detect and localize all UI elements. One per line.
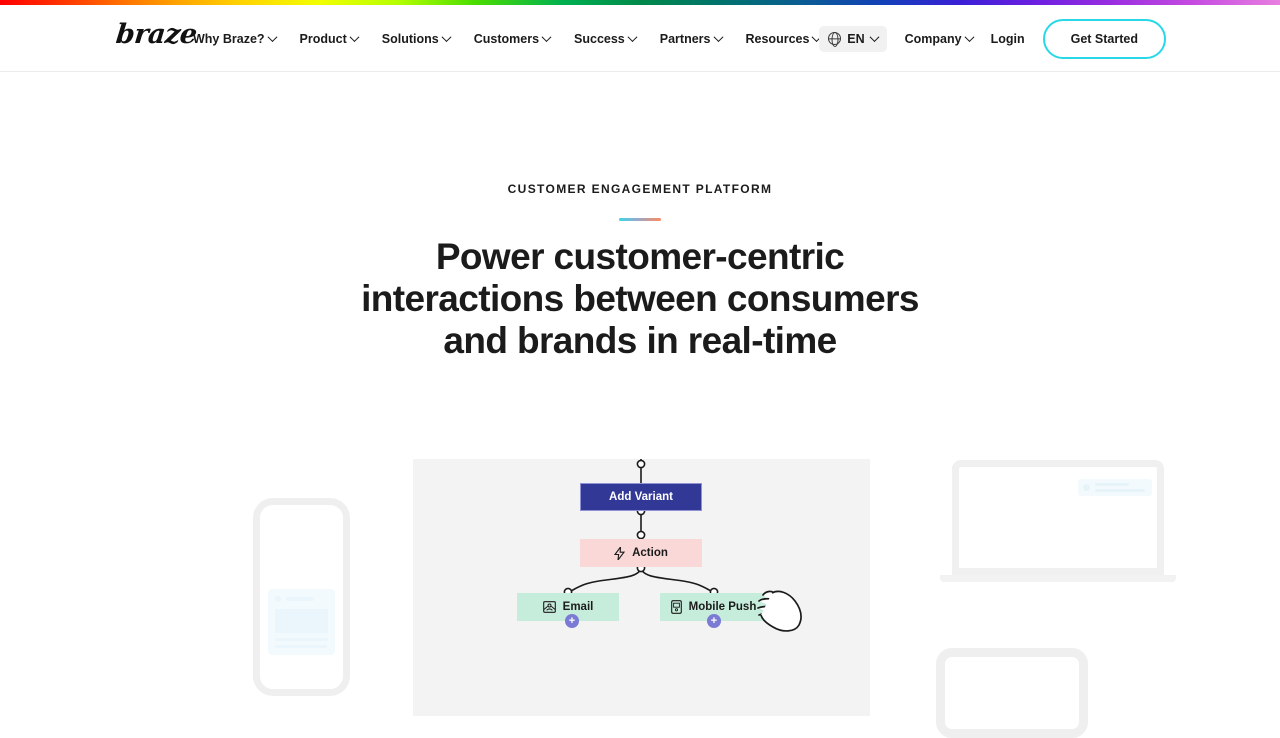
laptop-mockup [940, 460, 1176, 585]
page-title: Power customer-centric interactions betw… [361, 236, 919, 361]
avatar [1083, 484, 1090, 491]
nav-item-partners[interactable]: Partners [659, 31, 723, 46]
envelope-icon [542, 601, 556, 613]
placeholder-line [1095, 489, 1145, 492]
nav-item-success[interactable]: Success [574, 31, 638, 46]
hero-divider [619, 218, 661, 221]
hero-section: CUSTOMER ENGAGEMENT PLATFORM Power custo… [0, 72, 1280, 361]
placeholder-line [275, 638, 328, 641]
top-gradient-bar [0, 0, 1280, 5]
braze-logo[interactable]: braze [114, 19, 199, 50]
chevron-down-icon [869, 32, 880, 43]
chevron-down-icon [267, 32, 277, 43]
placeholder-line [1095, 483, 1129, 486]
globe-icon [828, 32, 842, 45]
hand-pointer-icon [757, 590, 802, 632]
chevron-down-icon [713, 32, 723, 43]
canvas-node-action[interactable]: Action [580, 539, 702, 567]
nav-item-label: Partners [659, 31, 711, 46]
avatar [275, 596, 281, 602]
canvas-node-add-variant[interactable]: Add Variant [580, 483, 702, 511]
chevron-down-icon [964, 32, 975, 43]
hero-illustration: Add Variant Action Email Mobile Pus [0, 440, 1280, 738]
hero-eyebrow: CUSTOMER ENGAGEMENT PLATFORM [507, 182, 773, 196]
canvas-workflow-panel: Add Variant Action Email Mobile Pus [413, 459, 870, 716]
header-right-group: EN Company Login Get Started [819, 5, 1166, 72]
nav-item-label: Product [299, 31, 347, 46]
add-step-button-email[interactable]: + [565, 614, 579, 628]
nav-item-company[interactable]: Company [904, 31, 975, 46]
placeholder-block [275, 609, 328, 633]
nav-item-resources[interactable]: Resources [745, 31, 822, 46]
language-label: EN [847, 31, 865, 46]
placeholder-line [275, 645, 327, 648]
add-step-button-mobile-push[interactable]: + [707, 614, 721, 628]
laptop-base [940, 575, 1176, 582]
chevron-down-icon [627, 32, 638, 43]
canvas-node-label: Mobile Push [688, 601, 757, 613]
login-link[interactable]: Login [990, 31, 1025, 46]
phone-mockup [253, 498, 350, 696]
nav-item-customers[interactable]: Customers [473, 31, 552, 46]
canvas-node-label: Add Variant [609, 491, 673, 503]
laptop-screen [952, 460, 1164, 575]
chevron-down-icon [349, 32, 360, 43]
nav-item-label: Resources [745, 31, 810, 46]
nav-item-label: Company [904, 31, 962, 46]
chevron-down-icon [441, 32, 452, 43]
phone-notification-card [268, 589, 335, 655]
nav-item-label: Customers [473, 31, 540, 46]
nav-item-product[interactable]: Product [299, 31, 360, 46]
site-header: braze Why Braze? Product Solutions Custo… [0, 5, 1280, 72]
nav-item-label: Success [574, 31, 625, 46]
nav-item-solutions[interactable]: Solutions [381, 31, 452, 46]
tablet-mockup [936, 648, 1088, 738]
laptop-notification-toast [1078, 479, 1152, 496]
chevron-down-icon [541, 32, 552, 43]
mobile-phone-icon [670, 600, 682, 614]
nav-item-why-braze[interactable]: Why Braze? [193, 31, 277, 46]
nav-item-label: Solutions [381, 31, 439, 46]
placeholder-line [286, 597, 314, 601]
language-selector[interactable]: EN [819, 25, 887, 52]
canvas-node-label: Action [632, 547, 668, 559]
primary-navigation: Why Braze? Product Solutions Customers S… [193, 5, 822, 72]
get-started-button[interactable]: Get Started [1042, 18, 1166, 59]
nav-item-label: Why Braze? [193, 31, 265, 46]
canvas-node-label: Email [562, 601, 594, 613]
lightning-bolt-icon [614, 546, 626, 560]
